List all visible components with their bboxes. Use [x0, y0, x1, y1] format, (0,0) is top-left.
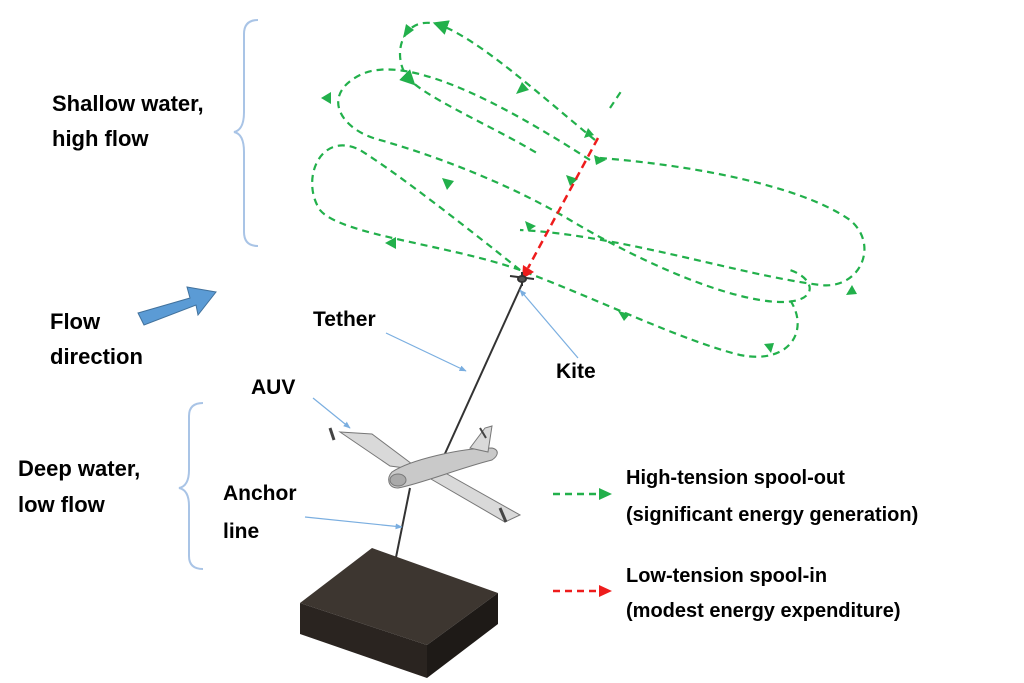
flow-label-line1: Flow [50, 309, 101, 334]
auv-callout [312, 397, 351, 429]
shallow-water-bracket [233, 19, 259, 247]
anchor-label-line1: Anchor [223, 482, 297, 505]
tether-label: Tether [313, 308, 376, 331]
tether-callout [385, 332, 467, 372]
spool-out-arrowheads [321, 24, 857, 353]
spool-in-path [526, 137, 600, 269]
arrowhead [385, 237, 396, 249]
arrowhead [566, 175, 578, 186]
flow-direction-arrow [137, 286, 217, 326]
arrowhead [846, 285, 857, 295]
deep-water-label-line2: low flow [18, 492, 106, 517]
arrowhead [618, 311, 630, 321]
auv-label: AUV [251, 376, 295, 399]
kite-icon [509, 272, 535, 286]
arrowhead [516, 82, 529, 94]
arrowhead [594, 155, 606, 165]
kite-callout [519, 289, 579, 359]
spool-out-loop-lower [311, 144, 799, 358]
spool-out-loop-middle [337, 68, 811, 304]
legend-spool-out-line1: High-tension spool-out [626, 467, 845, 489]
spool-out-paths [311, 20, 866, 358]
legend-spool-in-line1: Low-tension spool-in [626, 565, 827, 587]
shallow-water-label-line1: Shallow water, [52, 91, 204, 116]
deep-water-label-line1: Deep water, [18, 456, 140, 481]
callouts [304, 289, 579, 530]
legend-spool-in-line2: (modest energy expenditure) [626, 600, 901, 622]
deep-water-bracket [178, 402, 204, 570]
spool-out-trail [609, 89, 623, 109]
arrowhead [442, 178, 454, 190]
auv-icon [328, 425, 522, 523]
arrowhead [321, 92, 331, 104]
tether-line [442, 283, 523, 459]
arrowhead [403, 24, 414, 38]
kite-label: Kite [556, 360, 596, 383]
arrowhead [764, 343, 774, 353]
shallow-water-label-line2: high flow [52, 126, 149, 151]
anchor-label-line2: line [223, 520, 259, 543]
anchor-block-icon [300, 548, 498, 678]
legend-spool-out-arrowhead [599, 488, 612, 500]
spool-in-arrowhead [522, 265, 534, 279]
arrowhead [584, 128, 594, 138]
spool-out-loop-right [519, 156, 866, 287]
anchor-callout [304, 516, 403, 530]
arrowhead [525, 221, 536, 231]
legend-spool-out-line2: (significant energy generation) [626, 504, 918, 526]
legend-spool-in-arrowhead [599, 585, 612, 597]
spool-out-loop-top [398, 20, 596, 156]
flow-label-line2: direction [50, 344, 143, 369]
legend: High-tension spool-out (significant ener… [553, 467, 918, 622]
